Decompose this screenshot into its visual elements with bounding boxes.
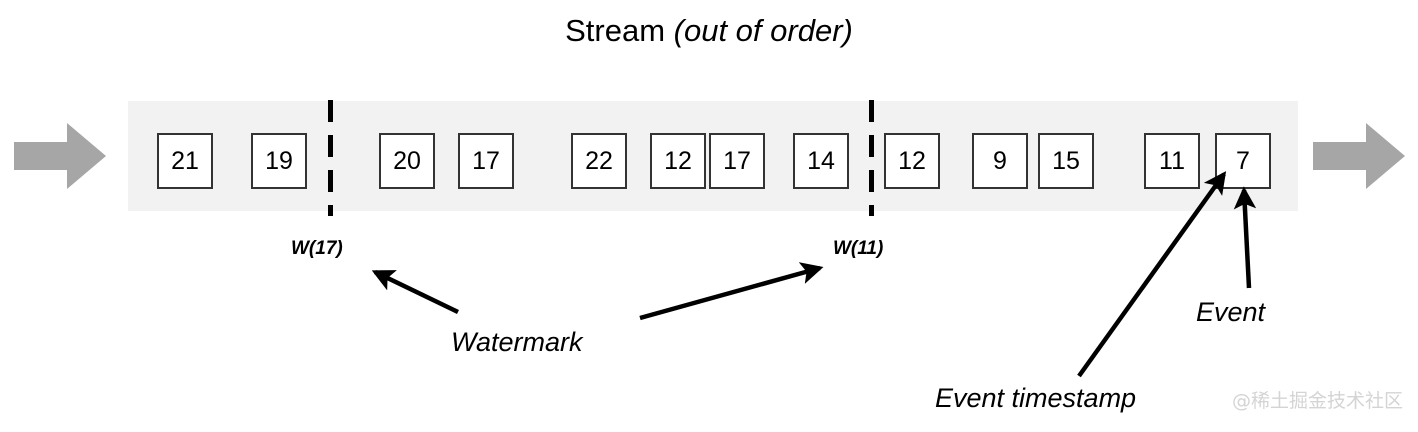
watermark-dashed-line [869,100,874,216]
event-box: 19 [251,133,307,189]
event-box: 12 [650,133,706,189]
event-box: 15 [1038,133,1094,189]
watermark-value-label: W(11) [833,238,884,259]
event-box: 14 [793,133,849,189]
event-box: 11 [1144,133,1200,189]
event-box: 22 [571,133,627,189]
watermark-left-leader [371,269,459,315]
event-box: 7 [1215,133,1271,189]
stream-inflow-arrow [14,123,106,189]
event-box: 9 [972,133,1028,189]
title-italic-part: (out of order) [673,13,853,48]
page-title: Stream (out of order) [0,13,1418,49]
event-box: 17 [709,133,765,189]
watermark-right-leader [639,262,824,321]
event-box: 12 [884,133,940,189]
event-box: 20 [379,133,435,189]
event-timestamp-annotation-label: Event timestamp [935,383,1137,413]
stream-outflow-arrow [1313,123,1405,189]
title-regular-part: Stream [565,13,674,48]
event-box: 17 [458,133,514,189]
site-watermark: @稀土掘金技术社区 [1232,390,1404,412]
watermark-annotation-label: Watermark [451,327,583,357]
event-box: 21 [157,133,213,189]
watermark-value-label: W(17) [291,238,343,259]
event-annotation-label: Event [1196,297,1266,327]
watermark-dashed-line [328,100,333,216]
